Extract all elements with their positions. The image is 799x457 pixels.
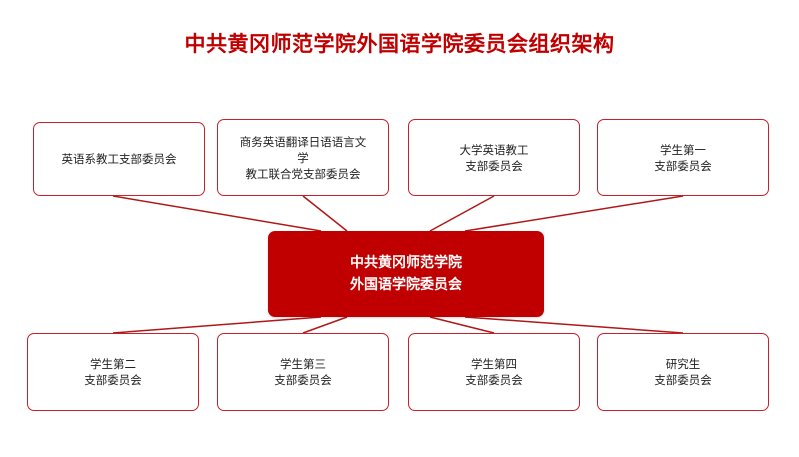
bottom-box-3-label: 学生第四 支部委员会 [465, 357, 523, 387]
bottom-box-2: 学生第三 支部委员会 [217, 333, 389, 411]
top-box-2-label: 商务英语翻译日语语言文 学 教工联合党支部委员会 [239, 134, 367, 181]
connector-bottom-3 [429, 316, 495, 334]
bottom-box-3: 学生第四 支部委员会 [408, 333, 580, 411]
bottom-box-4-label: 研究生 支部委员会 [654, 357, 712, 387]
top-box-3: 大学英语教工 支部委员会 [408, 119, 580, 196]
center-committee-box: 中共黄冈师范学院 外国语学院委员会 [268, 231, 544, 317]
connector-top-1 [112, 195, 322, 232]
top-box-1-label: 英语系教工支部委员会 [61, 152, 177, 166]
connector-bottom-2 [302, 316, 348, 334]
connector-bottom-1 [112, 316, 322, 334]
bottom-box-4: 研究生 支部委员会 [597, 333, 769, 411]
top-box-1: 英语系教工支部委员会 [33, 122, 205, 196]
center-committee-label: 中共黄冈师范学院 外国语学院委员会 [350, 255, 462, 293]
connector-bottom-4 [464, 316, 684, 334]
connector-top-4 [464, 195, 684, 232]
top-box-4: 学生第一 支部委员会 [597, 119, 769, 196]
bottom-box-1-label: 学生第二 支部委员会 [84, 357, 142, 387]
bottom-box-2-label: 学生第三 支部委员会 [274, 357, 332, 387]
top-box-2: 商务英语翻译日语语言文 学 教工联合党支部委员会 [217, 119, 389, 196]
top-box-3-label: 大学英语教工 支部委员会 [459, 142, 529, 173]
bottom-box-1: 学生第二 支部委员会 [27, 333, 199, 411]
connector-top-2 [302, 195, 348, 232]
connector-top-3 [429, 195, 495, 232]
page-title: 中共黄冈师范学院外国语学院委员会组织架构 [184, 32, 615, 56]
top-box-4-label: 学生第一 支部委员会 [654, 142, 712, 173]
